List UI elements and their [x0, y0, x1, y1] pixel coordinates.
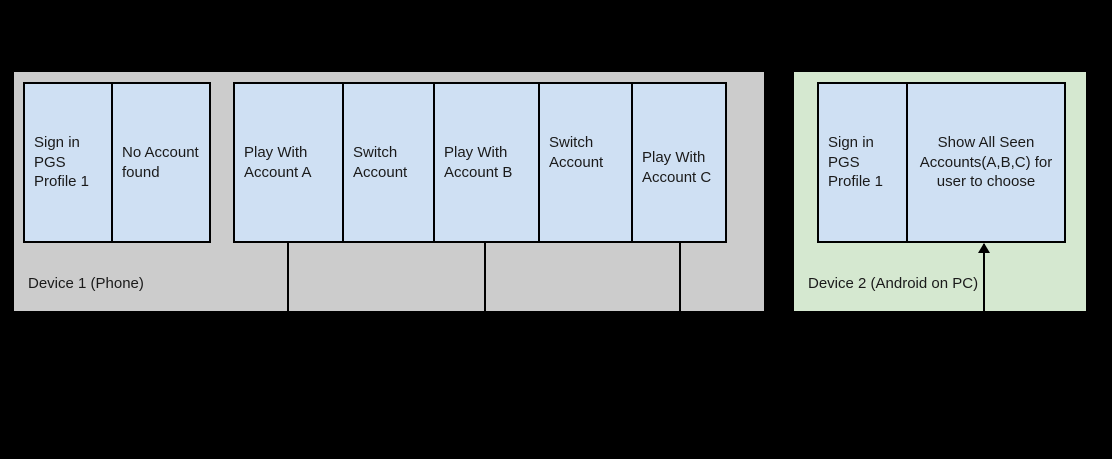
cell-label: Show All Seen Accounts(A,B,C) for user t… — [919, 133, 1053, 191]
lifeline-stem-2 — [484, 243, 486, 311]
cell-label: Switch Account — [549, 133, 604, 171]
arrow-shaft-to-device2 — [983, 244, 985, 311]
lifeline-stem-1 — [287, 243, 289, 311]
cell-switch-account-2[interactable]: Switch Account — [538, 84, 631, 241]
cell-play-with-account-c[interactable]: Play With Account C — [631, 84, 725, 241]
cell-label: Play With Account A — [244, 143, 312, 181]
cell-label: Sign in PGS Profile 1 — [34, 133, 90, 191]
device2-signin-group: Sign in PGS Profile 1 Show All Seen Acco… — [817, 82, 1066, 243]
cell-play-with-account-a[interactable]: Play With Account A — [235, 84, 342, 241]
device1-label: Device 1 (Phone) — [28, 275, 144, 292]
lifeline-stem-3 — [679, 243, 681, 311]
cell-label: Sign in PGS Profile 1 — [828, 133, 884, 191]
cell-label: Play With Account C — [642, 148, 712, 186]
cell-label: Switch Account — [353, 143, 408, 181]
device1-signin-group: Sign in PGS Profile 1 No Account found — [23, 82, 211, 243]
cell-sign-in-pgs-profile-1[interactable]: Sign in PGS Profile 1 — [25, 84, 111, 241]
cell-show-all-seen-accounts[interactable]: Show All Seen Accounts(A,B,C) for user t… — [906, 84, 1064, 241]
cell-label: Play With Account B — [444, 143, 513, 181]
cell-no-account-found[interactable]: No Account found — [111, 84, 209, 241]
cell-sign-in-pgs-profile-1-pc[interactable]: Sign in PGS Profile 1 — [819, 84, 906, 241]
device1-account-sequence-group: Play With Account A Switch Account Play … — [233, 82, 727, 243]
arrow-head-up-icon — [978, 243, 990, 253]
cell-label: No Account found — [122, 143, 199, 181]
cell-play-with-account-b[interactable]: Play With Account B — [433, 84, 538, 241]
cell-switch-account-1[interactable]: Switch Account — [342, 84, 433, 241]
device2-label: Device 2 (Android on PC) — [808, 275, 979, 292]
